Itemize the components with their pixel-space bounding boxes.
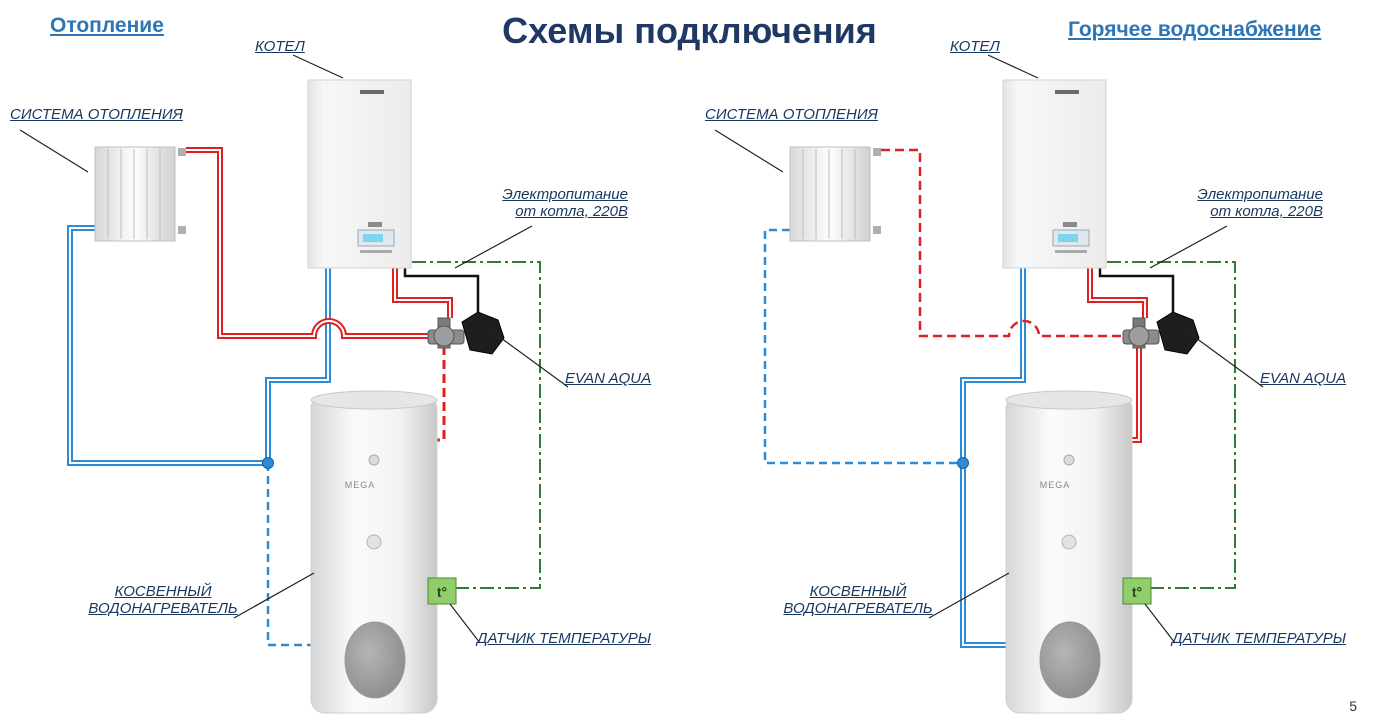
label-evan-aqua-right: EVAN AQUA: [1260, 370, 1347, 387]
page-number: 5: [1349, 698, 1357, 714]
label-boiler-right: КОТЕЛ: [950, 38, 1000, 55]
label-heating-system-left: СИСТЕМА ОТОПЛЕНИЯ: [10, 106, 183, 123]
label-heating-system-right: СИСТЕМА ОТОПЛЕНИЯ: [705, 106, 878, 123]
label-power-line1-left: Электропитание: [502, 186, 628, 203]
sensor-symbol-left: t°: [437, 584, 447, 600]
label-heater-line2-left: ВОДОНАГРЕВАТЕЛЬ: [88, 600, 238, 618]
label-heater-line1-left: КОСВЕННЫЙ: [114, 583, 212, 600]
heading-hot-water: Горячее водоснабжение: [1068, 18, 1322, 41]
heading-heating: Отопление: [50, 14, 164, 37]
label-sensor-right: ДАТЧИК ТЕМПЕРАТУРЫ: [1172, 630, 1346, 647]
label-power-line2-right: от котла, 220В: [1210, 203, 1323, 221]
label-boiler-left: КОТЕЛ: [255, 38, 305, 55]
label-power-line2-left: от котла, 220В: [515, 203, 628, 221]
label-power-left: Электропитание от котла, 220В: [460, 186, 628, 221]
label-water-heater-left: КОСВЕННЫЙ ВОДОНАГРЕВАТЕЛЬ: [68, 583, 258, 618]
label-heater-line1-right: КОСВЕННЫЙ: [809, 583, 907, 600]
label-evan-aqua-left: EVAN AQUA: [565, 370, 652, 387]
scheme-hot-water: MEGA t°: [714, 54, 1264, 714]
scheme-heating: MEGA t°: [19, 54, 569, 714]
label-power-line1-right: Электропитание: [1197, 186, 1323, 203]
label-heater-line2-right: ВОДОНАГРЕВАТЕЛЬ: [783, 600, 933, 618]
tank-brand-right: MEGA: [1040, 480, 1071, 490]
sensor-symbol-right: t°: [1132, 584, 1142, 600]
label-sensor-left: ДАТЧИК ТЕМПЕРАТУРЫ: [477, 630, 651, 647]
tank-brand-left: MEGA: [345, 480, 376, 490]
label-power-right: Электропитание от котла, 220В: [1155, 186, 1323, 221]
label-water-heater-right: КОСВЕННЫЙ ВОДОНАГРЕВАТЕЛЬ: [763, 583, 953, 618]
slide-title: Схемы подключения: [502, 10, 877, 51]
